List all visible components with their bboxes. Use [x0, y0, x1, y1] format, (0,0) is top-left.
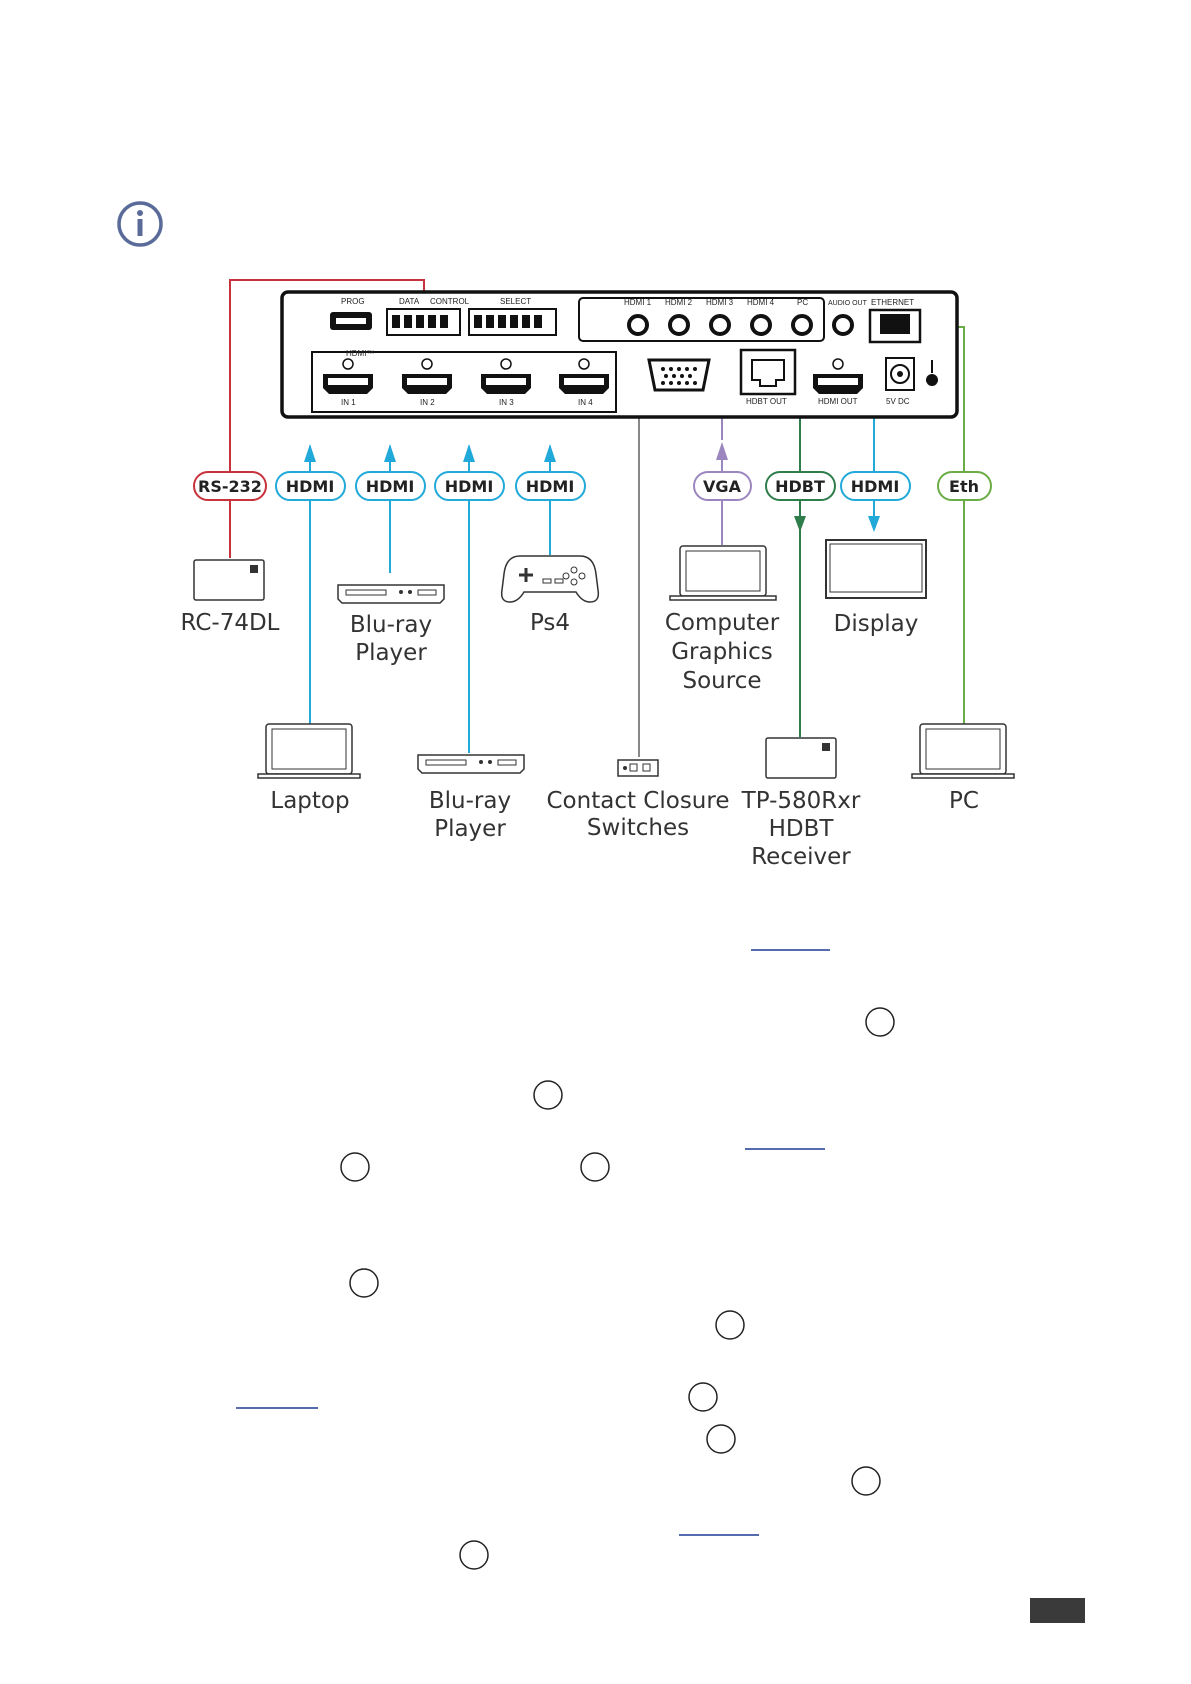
hdbt-arrow	[794, 516, 806, 532]
svg-text:RS-232: RS-232	[198, 477, 262, 496]
device-label-contact-1: Contact Closure	[547, 788, 730, 814]
connector-pill-hdmi-in4: HDMI	[515, 471, 586, 501]
panel-label-hdmi-out: HDMI OUT	[818, 397, 858, 406]
contact-switch-icon	[617, 759, 659, 777]
step-number-circles	[340, 1007, 895, 1570]
device-label-computer-2: Graphics	[671, 639, 773, 665]
panel-label-hdmi1: HDMI 1	[624, 298, 652, 307]
computer-laptop-icon	[669, 545, 777, 601]
connector-pill-rs232: RS-232	[193, 471, 267, 501]
device-label-bluray-bottom-1: Blu-ray	[429, 788, 511, 814]
panel-label-pc: PC	[797, 298, 808, 307]
connector-pill-hdmi-in3: HDMI	[434, 471, 505, 501]
device-label-pc: PC	[949, 788, 979, 814]
panel-label-hdmi3: HDMI 3	[706, 298, 734, 307]
hyperlink-underlines	[236, 949, 830, 1536]
svg-text:VGA: VGA	[703, 477, 742, 496]
page-number-tab	[1030, 1598, 1085, 1623]
device-label-display: Display	[834, 611, 919, 637]
device-label-computer-3: Source	[683, 668, 762, 694]
info-icon	[117, 201, 163, 247]
panel-label-hdmi2: HDMI 2	[665, 298, 693, 307]
panel-label-data: DATA	[399, 297, 420, 306]
device-label-computer-1: Computer	[665, 610, 780, 636]
connector-pill-hdmi-out: HDMI	[840, 471, 911, 501]
device-label-receiver-2: HDBT	[769, 816, 835, 842]
bluray-player-icon	[337, 584, 445, 604]
rear-panel	[280, 290, 959, 419]
panel-label-hdbt-out: HDBT OUT	[746, 397, 787, 406]
device-label-bluray-top-2: Player	[355, 640, 427, 666]
panel-label-dc: 5V DC	[886, 397, 910, 406]
pc-laptop-icon	[911, 723, 1015, 779]
display-icon	[825, 539, 927, 599]
connector-pill-hdbt: HDBT	[765, 471, 836, 501]
panel-label-hdmi4: HDMI 4	[747, 298, 775, 307]
panel-label-audio-out: AUDIO OUT	[828, 300, 868, 307]
panel-label-in1: IN 1	[341, 398, 356, 407]
device-label-contact-2: Switches	[587, 815, 689, 841]
svg-text:HDMI: HDMI	[366, 477, 415, 496]
device-label-laptop: Laptop	[270, 788, 349, 814]
panel-label-in3: IN 3	[499, 398, 514, 407]
device-label-bluray-top-1: Blu-ray	[350, 612, 432, 638]
hdmi-input-arrows	[304, 444, 556, 462]
connector-pill-eth: Eth	[937, 471, 992, 501]
device-label-ps4: Ps4	[530, 610, 570, 636]
svg-text:HDMI: HDMI	[851, 477, 900, 496]
panel-label-control: CONTROL	[430, 297, 470, 306]
panel-label-hdmi-tm: HDMI™	[346, 349, 374, 358]
connector-pill-hdmi-in1: HDMI	[275, 471, 346, 501]
device-label-bluray-bottom-2: Player	[434, 816, 506, 842]
device-label-rc74dl: RC-74DL	[181, 610, 280, 636]
hdmi-out-arrow	[868, 516, 880, 532]
svg-text:HDBT: HDBT	[775, 477, 825, 496]
panel-label-ethernet: ETHERNET	[871, 298, 914, 307]
device-label-receiver-1: TP-580Rxr	[741, 788, 861, 814]
bluray-player-bottom-icon	[417, 754, 525, 774]
svg-text:HDMI: HDMI	[286, 477, 335, 496]
device-label-receiver-3: Receiver	[751, 844, 851, 870]
connector-pill-vga: VGA	[693, 471, 752, 501]
panel-label-select: SELECT	[500, 297, 531, 306]
keypad-icon	[193, 559, 265, 601]
panel-label-prog: PROG	[341, 297, 365, 306]
vga-arrow	[716, 442, 728, 460]
laptop-icon	[257, 723, 361, 779]
panel-label-in2: IN 2	[420, 398, 435, 407]
connector-pill-hdmi-in2: HDMI	[355, 471, 426, 501]
svg-text:HDMI: HDMI	[445, 477, 494, 496]
svg-text:HDMI: HDMI	[526, 477, 575, 496]
gamepad-icon	[500, 555, 600, 603]
panel-label-in4: IN 4	[578, 398, 593, 407]
hdbt-receiver-icon	[765, 737, 837, 779]
svg-text:Eth: Eth	[949, 477, 979, 496]
